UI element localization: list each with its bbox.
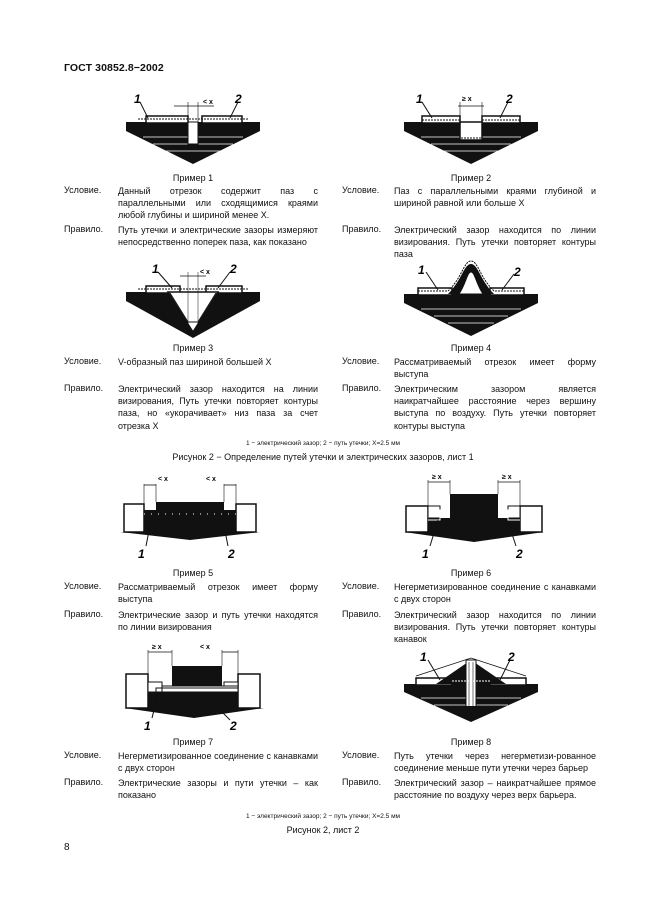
label-2: 2 <box>227 547 235 561</box>
example-3-figure: 1 2 < x <box>126 262 260 338</box>
condition-label: Условие. <box>342 750 380 760</box>
label-1: 1 <box>152 262 159 276</box>
condition-label: Условие. <box>342 356 380 366</box>
label-1: 1 <box>418 263 425 277</box>
example-3-caption: Пример 3 <box>172 343 214 353</box>
rule-label: Правило. <box>342 609 382 619</box>
example-8-condition: Путь утечки через негерметизи-рованное с… <box>394 751 596 774</box>
example-2-condition: Паз с параллельными краями глубиной и ши… <box>394 186 596 209</box>
dim-label: < x <box>158 476 168 483</box>
rule-label: Правило. <box>342 777 382 787</box>
example-2-rule: Электрический зазор находится по линии в… <box>394 225 596 260</box>
rule-label: Правило. <box>64 609 104 619</box>
label-2: 2 <box>229 262 237 276</box>
condition-label: Условие. <box>64 356 102 366</box>
dim-label: < x <box>206 476 216 483</box>
example-3-condition: V-образный паз шириной большей X <box>118 357 272 367</box>
example-2-caption: Пример 2 <box>450 173 492 183</box>
dim-label: < x <box>200 644 210 651</box>
legend-sheet-1: 1 − электрический зазор; 2 − путь утечки… <box>245 440 401 447</box>
example-7-condition: Негерметизированное соединение с канавка… <box>118 751 318 774</box>
example-7-caption: Пример 7 <box>172 737 214 747</box>
example-4-caption: Пример 4 <box>450 343 492 353</box>
example-8-rule: Электрический зазор – наикратчайшее прям… <box>394 778 596 801</box>
label-2: 2 <box>234 92 242 106</box>
example-6-condition: Негерметизированное соединение с канавка… <box>394 582 596 605</box>
dim-label: ≥ x <box>152 644 162 651</box>
example-8-caption: Пример 8 <box>450 737 492 747</box>
example-5-figure: 1 2 < x < x <box>120 476 260 561</box>
rule-label: Правило. <box>342 383 382 393</box>
example-1-figure: 1 2 < x <box>126 92 260 164</box>
example-6-rule: Электрический зазор находится по линии в… <box>394 610 596 645</box>
label-2: 2 <box>505 92 513 106</box>
example-1-caption: Пример 1 <box>172 173 214 183</box>
example-6-caption: Пример 6 <box>450 568 492 578</box>
dim-label: < x <box>200 269 210 276</box>
dim-label: < x <box>203 99 213 106</box>
label-2: 2 <box>513 265 521 279</box>
label-2: 2 <box>229 719 237 733</box>
condition-label: Условие. <box>64 185 102 195</box>
label-1: 1 <box>420 650 427 664</box>
label-2: 2 <box>515 547 523 561</box>
condition-label: Условие. <box>64 581 102 591</box>
label-1: 1 <box>144 719 151 733</box>
example-4-condition: Рассматриваемый отрезок имеет форму выст… <box>394 357 596 380</box>
label-1: 1 <box>422 547 429 561</box>
example-4-rule: Электрическим зазором является наикратча… <box>394 384 596 431</box>
condition-label: Условие. <box>342 581 380 591</box>
figure-caption-sheet-1: Рисунок 2 − Определение путей утечки и э… <box>172 452 474 462</box>
example-2-figure: 1 2 ≥ x <box>404 92 538 164</box>
page-number: 8 <box>64 842 70 853</box>
example-8-figure: 1 2 <box>404 650 538 722</box>
example-5-condition: Рассматриваемый отрезок имеет форму выст… <box>118 582 318 605</box>
dim-label: ≥ x <box>462 96 472 103</box>
example-1-condition: Данный отрезок содержит паз с параллельн… <box>118 186 318 221</box>
condition-label: Условие. <box>342 185 380 195</box>
rule-label: Правило. <box>64 383 104 393</box>
label-1: 1 <box>138 547 145 561</box>
example-7-figure: 1 2 ≥ x < x <box>124 644 264 733</box>
example-4-figure: 1 2 <box>404 260 538 336</box>
rule-label: Правило. <box>64 224 104 234</box>
example-3-rule: Электрический зазор находится на линии в… <box>118 384 318 431</box>
label-2: 2 <box>507 650 515 664</box>
example-6-figure: 1 2 ≥ x ≥ x <box>404 474 544 561</box>
label-1: 1 <box>134 92 141 106</box>
document-header: ГОСТ 30852.8−2002 <box>64 62 164 74</box>
dim-label: ≥ x <box>502 474 512 481</box>
example-5-rule: Электрические зазор и путь утечки находя… <box>118 610 318 633</box>
condition-label: Условие. <box>64 750 102 760</box>
dim-label: ≥ x <box>432 474 442 481</box>
label-1: 1 <box>416 92 423 106</box>
example-1-rule: Путь утечки и электрические зазоры измер… <box>118 225 318 248</box>
figure-caption-sheet-2: Рисунок 2, лист 2 <box>286 825 360 835</box>
example-7-rule: Электрические зазоры и пути утечки – как… <box>118 778 318 801</box>
rule-label: Правило. <box>64 777 104 787</box>
example-5-caption: Пример 5 <box>172 568 214 578</box>
legend-sheet-2: 1 − электрический зазор; 2 − путь утечки… <box>245 813 401 820</box>
rule-label: Правило. <box>342 224 382 234</box>
